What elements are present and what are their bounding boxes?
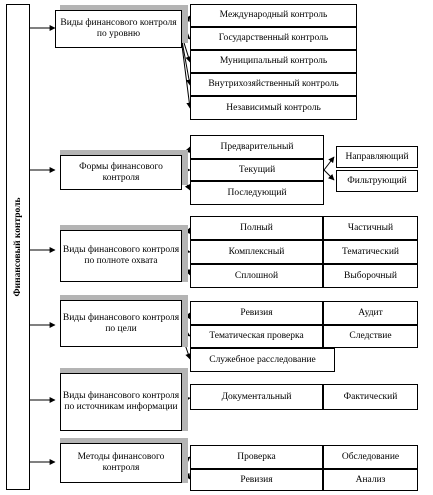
group4-left-item-2: Тематическая проверка	[190, 325, 323, 348]
group1-item-3: Муниципальный контроль	[190, 50, 357, 73]
group1-item-1: Международный контроль	[190, 4, 357, 27]
group6-right-item-1: Обследование	[323, 445, 418, 469]
group1-item-2: Государственный контроль	[190, 27, 357, 50]
group4-left-item-1: Ревизия	[190, 301, 323, 325]
group4-right-item-2: Следствие	[323, 325, 418, 348]
group1-category-box: Виды финансового контроля по уровню	[55, 10, 182, 48]
group4-shadow-side	[182, 295, 188, 347]
group5-shadow-side	[182, 368, 188, 431]
group6-shadow	[60, 438, 188, 444]
group5-label: Виды финансового контроля по источникам …	[62, 391, 180, 412]
group6-right-item-2: Анализ	[323, 469, 418, 491]
group2-shadow-side	[182, 150, 188, 185]
group3-left-item-3: Сплошной	[190, 264, 323, 288]
group3-right-item-3: Выборочный	[323, 264, 418, 288]
group2-item-3: Последующий	[190, 181, 324, 205]
group2-label: Формы финансового контроля	[79, 161, 163, 183]
group4-category-box: Виды финансового контроля по цели	[60, 300, 182, 347]
group1-shadow	[60, 5, 188, 11]
group3-shadow-side	[182, 225, 188, 282]
group3-label: Виды финансового контроля по полноте охв…	[62, 245, 180, 266]
group1-label: Виды финансового контроля по уровню	[60, 18, 177, 39]
group2-category-box: Формы финансового контроля	[60, 155, 182, 190]
group5-left-item-1: Документальный	[190, 384, 323, 410]
group5-category-box: Виды финансового контроля по источникам …	[60, 373, 182, 431]
group3-left-item-1: Полный	[190, 216, 323, 240]
group1-item-4: Внутрихозяйственный контроль	[190, 73, 357, 96]
group2-shadow	[60, 150, 188, 156]
group4-extra-item: Служебное расследование	[190, 348, 335, 372]
group4-shadow	[60, 295, 188, 301]
group5-shadow	[60, 368, 188, 374]
group3-category-box: Виды финансового контроля по полноте охв…	[60, 230, 182, 282]
group4-right-item-1: Аудит	[323, 301, 418, 325]
group6-shadow-side	[182, 438, 188, 483]
group3-right-item-1: Частичный	[323, 216, 418, 240]
group2-sub-item-1: Направляющий	[336, 146, 418, 168]
group3-shadow	[60, 225, 188, 231]
group5-right-item-1: Фактический	[323, 384, 418, 410]
root-box: Финансовый контроль	[6, 4, 30, 490]
group6-left-item-2: Ревизия	[190, 469, 323, 491]
root-label: Финансовый контроль	[13, 197, 23, 297]
group4-label: Виды финансового контроля по цели	[62, 312, 180, 334]
group2-sub-item-2: Фильтрующий	[336, 170, 418, 192]
group1-item-5: Независимый контроль	[190, 96, 357, 120]
group3-right-item-2: Тематический	[323, 240, 418, 264]
group6-category-box: Методы финансового контроля	[60, 443, 182, 483]
group2-item-1: Предварительный	[190, 135, 324, 159]
group1-shadow-side	[182, 5, 188, 43]
group6-left-item-1: Проверка	[190, 445, 323, 469]
group2-item-2: Текущий	[190, 159, 324, 181]
group3-left-item-2: Комплексный	[190, 240, 323, 264]
group6-label: Методы финансового контроля	[77, 452, 165, 473]
